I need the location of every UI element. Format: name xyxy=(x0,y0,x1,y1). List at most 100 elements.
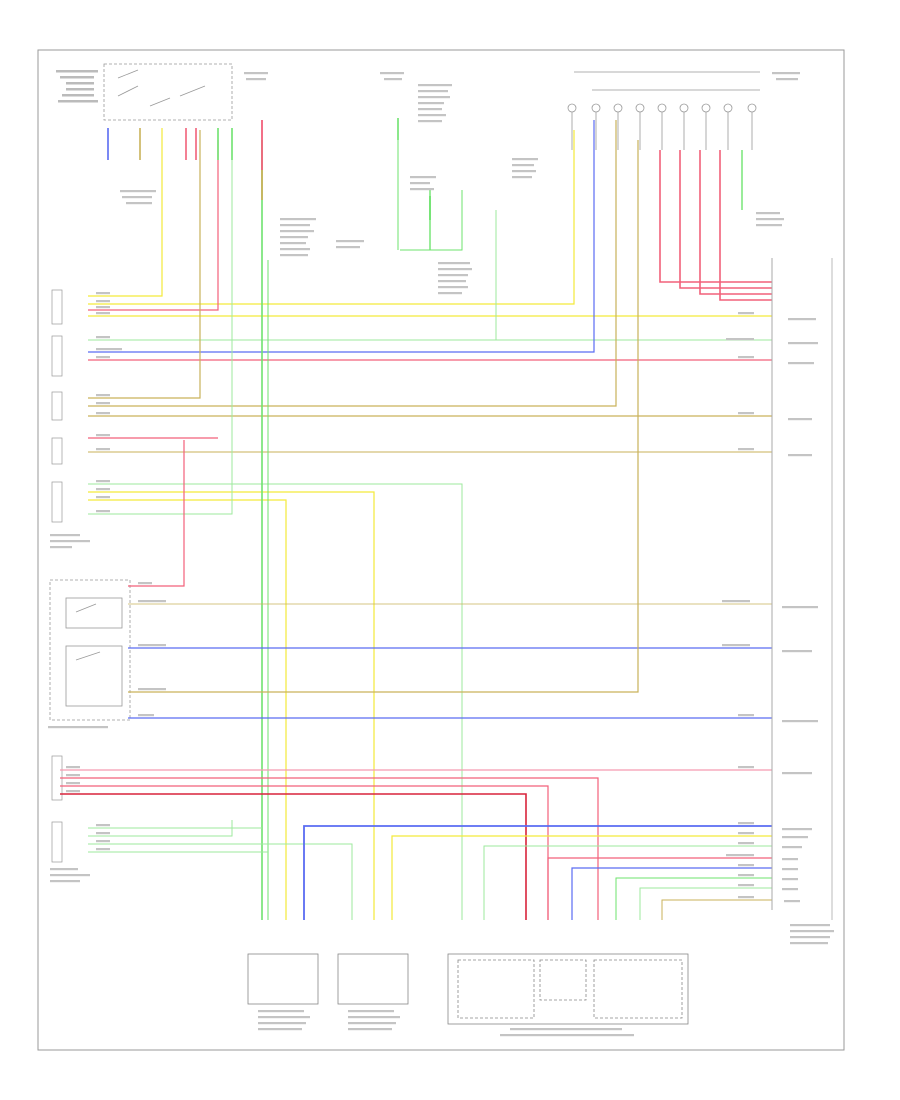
wire-blue-4 xyxy=(303,825,772,920)
label-mark xyxy=(244,72,268,75)
label-mark xyxy=(438,280,466,283)
wire-green-8 xyxy=(88,820,233,837)
label-mark xyxy=(410,176,436,179)
wire-color-code xyxy=(96,356,110,359)
wire-red-6 xyxy=(60,777,599,920)
wire-color-code xyxy=(96,434,110,437)
bottom-components xyxy=(247,953,689,1025)
pcm-pin-label xyxy=(782,878,798,881)
label-mark xyxy=(280,218,316,221)
pcm-pin-label xyxy=(782,606,818,609)
wire-color-code xyxy=(722,600,750,603)
label-mark xyxy=(336,240,364,243)
wire-tan-2 xyxy=(88,120,617,407)
fuse-terminal xyxy=(591,103,601,113)
wire-color-code xyxy=(138,644,166,647)
wire-color-code xyxy=(738,884,754,887)
fuse-terminal xyxy=(657,103,667,113)
wire-color-code xyxy=(96,336,110,339)
label-mark xyxy=(120,190,156,193)
label-mark xyxy=(438,274,468,277)
wire-color-code xyxy=(738,864,754,867)
wire-color-code xyxy=(96,448,110,451)
wire-color-code xyxy=(738,714,754,717)
label-mark xyxy=(280,230,314,233)
wire-color-code xyxy=(138,714,154,717)
wire-color-code xyxy=(722,644,750,647)
label-mark xyxy=(418,84,452,87)
pcm-pin-label xyxy=(788,362,814,365)
pcm-label xyxy=(790,936,830,939)
pcm-pin-label xyxy=(782,836,808,839)
wire-color-code xyxy=(96,848,110,851)
wire-yellow-4 xyxy=(88,491,375,920)
label-mark xyxy=(512,158,538,161)
wire-color-code xyxy=(96,824,110,827)
wire-color-code xyxy=(66,766,80,769)
pcm-pin-label xyxy=(782,846,802,849)
wire-color-code xyxy=(738,842,754,845)
wire-color-code xyxy=(96,488,110,491)
fuse-terminal xyxy=(635,103,645,113)
wire-color-code xyxy=(96,306,110,309)
wire-yellow-2 xyxy=(88,130,575,305)
label-mark xyxy=(122,196,152,199)
wire-color-code xyxy=(96,496,110,499)
wire-green-12 xyxy=(615,877,772,920)
wire-red-1 xyxy=(88,140,219,311)
pcm-pin-label xyxy=(782,772,812,775)
wire-color-code xyxy=(738,874,754,877)
assembly-label xyxy=(500,1034,634,1037)
wire-blue-1 xyxy=(88,120,595,353)
wire-color-code xyxy=(96,402,110,405)
wire-color-code xyxy=(738,312,754,315)
wire-color-code xyxy=(738,822,754,825)
label-mark xyxy=(246,78,266,81)
pcm-pin-label xyxy=(784,900,800,903)
wire-darkred-1 xyxy=(60,793,527,920)
left-connector-groups xyxy=(51,289,63,863)
fuse-terminal xyxy=(679,103,689,113)
range-switch-labels xyxy=(56,70,98,103)
wire-red-top-1 xyxy=(659,150,772,283)
tcm-assembly-box xyxy=(447,953,689,1025)
wire-yellow-6 xyxy=(391,835,772,920)
fuse-relay-box xyxy=(567,71,760,150)
wire-yellow-1 xyxy=(88,128,163,297)
transmission-range-switch xyxy=(103,63,233,121)
solenoid-b-label xyxy=(348,1022,396,1025)
label-mark xyxy=(418,96,450,99)
wire-color-code xyxy=(96,832,110,835)
label-mark xyxy=(280,224,310,227)
label-mark xyxy=(438,262,470,265)
wire-tan-7 xyxy=(661,899,772,920)
pcm-pin-label xyxy=(782,650,812,653)
solenoid-a-label xyxy=(258,1028,302,1031)
left-label xyxy=(50,874,90,877)
wire-color-code xyxy=(96,394,110,397)
left-label xyxy=(50,880,80,883)
wire-tan-1 xyxy=(88,130,201,399)
wire-color-code xyxy=(66,790,80,793)
wire-color-code xyxy=(138,600,166,603)
label-mark xyxy=(410,188,434,191)
label-mark xyxy=(280,248,310,251)
wire-tan-6 xyxy=(128,140,639,693)
label-mark xyxy=(438,292,462,295)
left-label xyxy=(50,546,72,549)
label-mark xyxy=(512,164,534,167)
assembly-label xyxy=(510,1028,622,1031)
wire-group xyxy=(60,118,772,920)
wire-green-1 xyxy=(88,210,497,341)
label-mark xyxy=(776,78,798,81)
pcm-pin-label xyxy=(782,888,798,891)
pcm-pin-label xyxy=(782,828,812,831)
label-mark xyxy=(772,72,800,75)
wire-color-code xyxy=(66,782,80,785)
pcm-pin-label xyxy=(782,858,798,861)
pcm-label xyxy=(790,942,828,945)
wire-green-relay2 xyxy=(400,190,463,251)
pcm-pin-label xyxy=(788,454,812,457)
pcm-pin-label xyxy=(788,318,816,321)
